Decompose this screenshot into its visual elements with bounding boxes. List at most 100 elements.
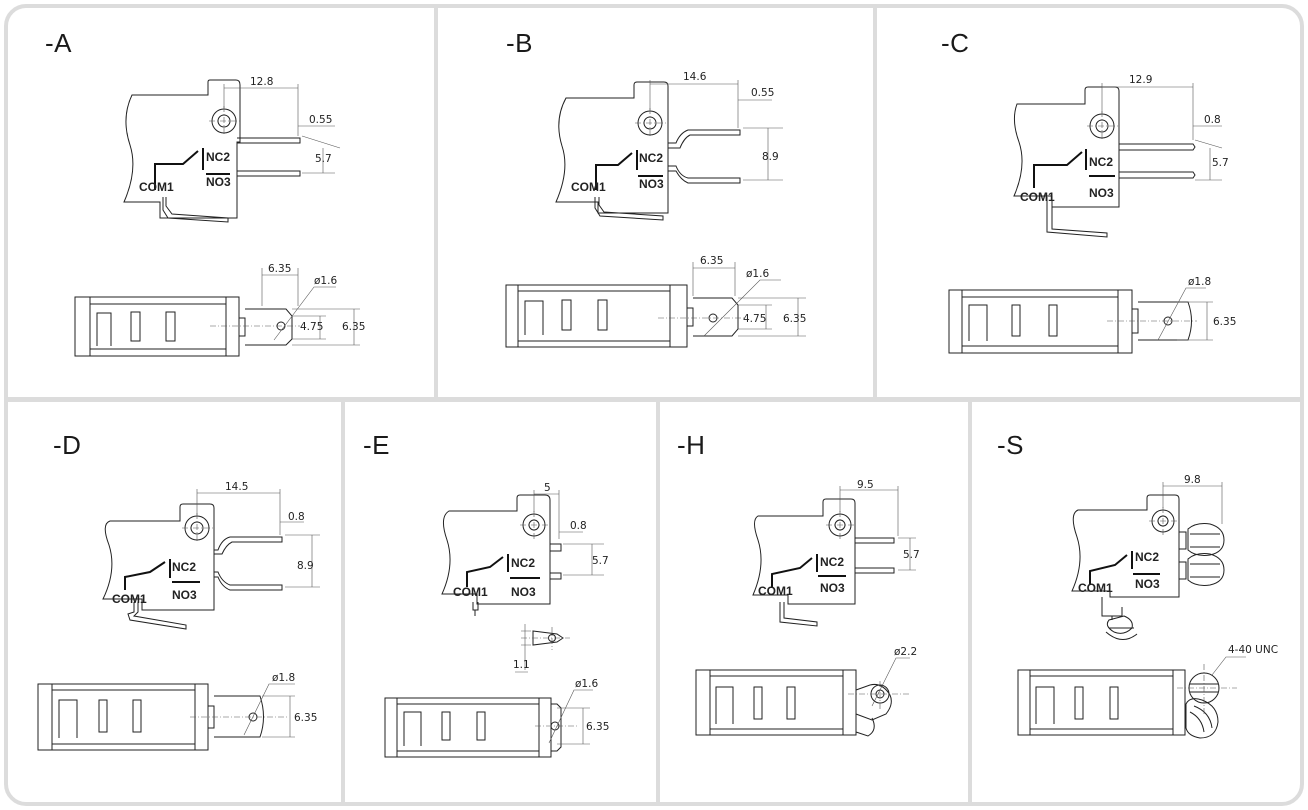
variant-s-drawing: COM1 NC2 NO3 9.8 4-40 UNC <box>1017 474 1278 739</box>
panel-variant-c: -C COM1 NC2 NO3 12.9 0.8 5.7 <box>877 0 1300 398</box>
terminal-nc-label: NC2 <box>1089 155 1113 169</box>
dim-label: 12.9 <box>1129 74 1152 86</box>
dim-label: 6.35 <box>1213 316 1236 328</box>
panel-variant-b: -B COM1 NC2 NO3 14.6 0.55 8.9 <box>438 0 873 398</box>
terminal-no-label: NO3 <box>820 581 845 595</box>
panel-variant-a: -A COM1 NC2 NO3 12.8 0.55 5.7 <box>0 0 434 398</box>
dim-label: 0.8 <box>570 520 587 532</box>
divider <box>968 400 972 802</box>
dim-label: 6.35 <box>586 721 609 733</box>
side-view: COM1 NC2 NO3 12.8 0.55 5.7 <box>123 76 341 223</box>
sheet-frame <box>4 4 1304 806</box>
dim-label: 5 <box>544 482 551 494</box>
terminal-com-label: COM1 <box>1078 581 1113 595</box>
panel-variant-s: -S COM1 NC2 NO3 9.8 <box>972 402 1300 806</box>
divider <box>8 397 1300 402</box>
dim-label: 6.35 <box>268 263 291 275</box>
variant-label: -C <box>941 28 970 58</box>
dim-label: 4.75 <box>300 321 323 333</box>
terminal-nc-label: NC2 <box>639 151 663 165</box>
variant-label: -A <box>45 28 72 58</box>
variant-c-drawing: COM1 NC2 NO3 12.9 0.8 5.7 ø1.8 6.35 <box>948 74 1236 354</box>
side-view: COM1 NC2 NO3 14.6 0.55 8.9 <box>555 71 783 221</box>
terminal-detail: 1.1 <box>513 624 570 673</box>
dim-label: 4-40 UNC <box>1228 644 1278 656</box>
divider <box>656 400 660 802</box>
dim-label: 4.75 <box>743 313 766 325</box>
dim-label: 9.8 <box>1184 474 1201 486</box>
dim-label: ø1.6 <box>575 678 598 690</box>
dim-label: 14.6 <box>683 71 707 83</box>
dim-label: 8.9 <box>297 560 314 572</box>
terminal-no-label: NO3 <box>639 177 664 191</box>
variant-b-drawing: COM1 NC2 NO3 14.6 0.55 8.9 6.35 ø1.6 4.7… <box>505 71 806 348</box>
side-view: COM1 NC2 NO3 14.5 0.8 8.9 <box>102 481 320 630</box>
dim-label: 0.8 <box>288 511 305 523</box>
dim-label: 6.35 <box>342 321 365 333</box>
top-view: ø2.2 <box>695 646 917 737</box>
terminal-com-label: COM1 <box>453 585 488 599</box>
variant-label: -D <box>53 430 82 460</box>
terminal-nc-label: NC2 <box>511 556 535 570</box>
variant-label: -S <box>997 430 1024 460</box>
panel-variant-e: -E COM1 NC2 NO3 5 0.8 5.7 <box>345 402 656 806</box>
dim-label: 9.5 <box>857 479 874 491</box>
top-view: ø1.8 6.35 <box>37 672 317 751</box>
terminal-com-label: COM1 <box>112 592 147 606</box>
divider <box>434 8 438 398</box>
dim-label: ø1.8 <box>272 672 295 684</box>
top-view: 6.35 ø1.6 4.75 6.35 <box>505 255 806 348</box>
terminal-nc-label: NC2 <box>172 560 196 574</box>
terminal-no-label: NO3 <box>172 588 197 602</box>
side-view: COM1 NC2 NO3 12.9 0.8 5.7 <box>1013 74 1229 238</box>
dim-label: 0.55 <box>309 114 332 126</box>
terminal-com-label: COM1 <box>139 180 174 194</box>
dim-label: 5.7 <box>592 555 609 567</box>
terminal-no-label: NO3 <box>511 585 536 599</box>
panel-variant-d: -D COM1 NC2 NO3 14.5 0.8 8.9 <box>0 402 341 806</box>
terminal-com-label: COM1 <box>1020 190 1055 204</box>
variant-h-drawing: COM1 NC2 NO3 9.5 5.7 ø2.2 <box>695 479 920 737</box>
dim-label: 0.55 <box>751 87 774 99</box>
terminal-nc-label: NC2 <box>206 150 230 164</box>
dim-label: ø1.8 <box>1188 276 1211 288</box>
top-view: ø1.8 6.35 <box>948 276 1236 354</box>
dim-label: 0.8 <box>1204 114 1221 126</box>
dim-label: 6.35 <box>783 313 806 325</box>
dim-label: 8.9 <box>762 151 779 163</box>
top-view: 6.35 ø1.6 4.75 6.35 <box>74 263 365 357</box>
dim-label: 14.5 <box>225 481 248 493</box>
dim-label: 5.7 <box>315 153 332 165</box>
top-view: 4-40 UNC <box>1017 644 1278 739</box>
panel-variant-h: -H COM1 NC2 NO3 9.5 5.7 <box>660 402 968 806</box>
dim-label: ø1.6 <box>746 268 769 280</box>
terminal-no-label: NO3 <box>206 175 231 189</box>
dim-label: 6.35 <box>700 255 723 267</box>
dim-label: 12.8 <box>250 76 273 88</box>
divider <box>341 400 345 802</box>
side-view: COM1 NC2 NO3 9.5 5.7 <box>752 479 920 627</box>
terminal-no-label: NO3 <box>1089 186 1114 200</box>
terminal-nc-label: NC2 <box>820 555 844 569</box>
divider <box>873 8 877 398</box>
dim-label: 5.7 <box>903 549 920 561</box>
variant-a-drawing: COM1 NC2 NO3 12.8 0.55 5.7 6.35 ø1.6 4.7… <box>74 76 365 357</box>
side-view: COM1 NC2 NO3 5 0.8 5.7 <box>441 482 609 616</box>
dim-label: 5.7 <box>1212 157 1229 169</box>
top-view: ø1.6 6.35 <box>384 678 609 758</box>
terminal-com-label: COM1 <box>571 180 606 194</box>
dim-label: 6.35 <box>294 712 317 724</box>
variant-label: -B <box>506 28 533 58</box>
side-view: COM1 NC2 NO3 9.8 <box>1071 474 1225 640</box>
variant-e-drawing: COM1 NC2 NO3 5 0.8 5.7 1.1 <box>384 482 609 758</box>
dim-label: ø1.6 <box>314 275 337 287</box>
variant-d-drawing: COM1 NC2 NO3 14.5 0.8 8.9 ø1.8 6.35 <box>37 481 320 751</box>
variant-label: -H <box>677 430 706 460</box>
terminal-no-label: NO3 <box>1135 577 1160 591</box>
dim-label: 1.1 <box>513 659 530 671</box>
terminal-nc-label: NC2 <box>1135 550 1159 564</box>
dim-label: ø2.2 <box>894 646 917 658</box>
terminal-com-label: COM1 <box>758 584 793 598</box>
variant-label: -E <box>363 430 390 460</box>
